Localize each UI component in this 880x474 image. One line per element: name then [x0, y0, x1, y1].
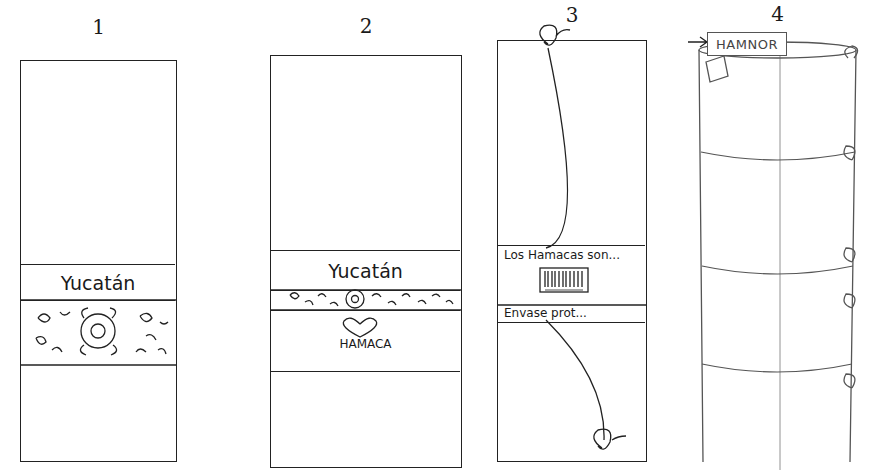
package-panel: 3Los Hamacas son...Envase prot...	[497, 40, 647, 462]
panel-number: 4	[695, 2, 860, 26]
panel-number: 3	[498, 3, 646, 27]
heart-symbol	[343, 318, 376, 337]
hammock-loop	[540, 25, 570, 45]
seam-line	[780, 56, 781, 470]
hang-tag: HAMNOR	[707, 32, 787, 56]
panel-number: 1	[21, 15, 176, 39]
label-band: Yucatán	[271, 250, 460, 291]
hammock-cord	[546, 48, 604, 440]
barcode-symbol	[540, 268, 588, 292]
band-line	[20, 364, 177, 365]
label-text: Los Hamacas son...	[504, 248, 620, 262]
label-band: Yucatán	[21, 264, 175, 301]
tag-flap	[706, 56, 728, 82]
label-text: Envase prot...	[504, 306, 587, 320]
label-text: HAMNOR	[716, 37, 778, 52]
package-panel: 1Yucatán	[20, 60, 177, 462]
cylinder-outline	[695, 40, 860, 472]
label-text: HAMACA	[339, 337, 391, 351]
label-text: Yucatán	[328, 260, 403, 282]
band-line	[497, 304, 647, 305]
package-panel: 2YucatánHAMACA	[270, 55, 462, 468]
hammock-loop	[594, 429, 626, 449]
cylinder-package: 4HAMNOR	[695, 40, 860, 472]
pointer-arrow	[688, 37, 707, 47]
flower-pattern	[290, 290, 453, 308]
flower-pattern	[36, 308, 168, 355]
panel-number: 2	[271, 14, 461, 38]
label-band: HAMACA	[271, 310, 460, 372]
label-text: Yucatán	[61, 272, 136, 294]
label-band: Los Hamacas son... Envase prot...	[498, 245, 645, 323]
